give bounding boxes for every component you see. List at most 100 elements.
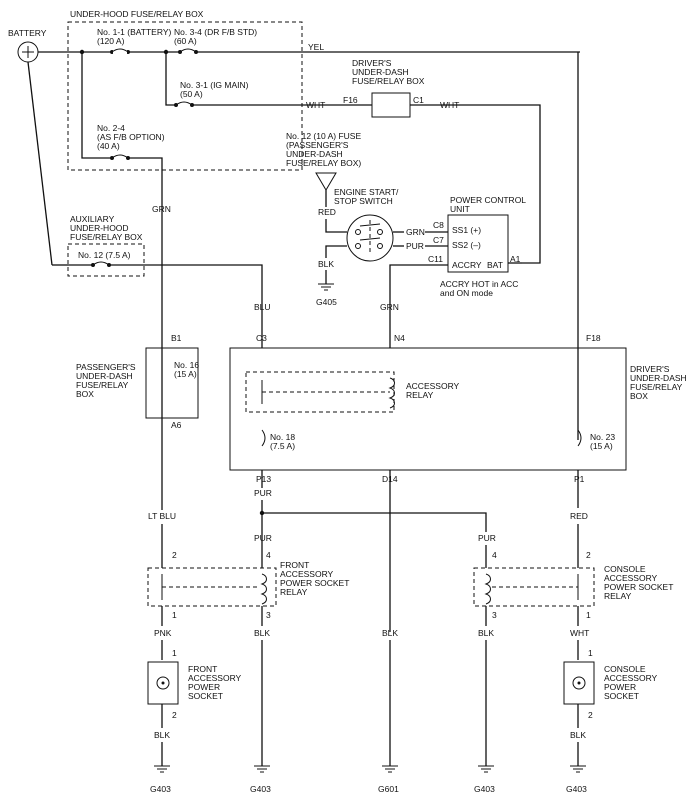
svg-text:BLK: BLK xyxy=(570,730,586,740)
underhood-fuse-box xyxy=(67,21,303,171)
svg-text:BLK: BLK xyxy=(382,628,398,638)
svg-text:ACCESSORY: ACCESSORY xyxy=(280,569,334,579)
svg-text:PUR: PUR xyxy=(254,488,272,498)
fuse-1-1-rating: (120 A) xyxy=(97,36,125,46)
underhood-box-label: UNDER-HOOD FUSE/RELAY BOX xyxy=(70,9,204,19)
front-accessory-socket-relay xyxy=(147,567,277,607)
svg-text:No. 12 (10 A) FUSE: No. 12 (10 A) FUSE xyxy=(286,131,361,141)
svg-text:BLK: BLK xyxy=(254,628,270,638)
battery-label: BATTERY xyxy=(8,28,47,38)
fuse-23-symbol xyxy=(577,429,582,447)
svg-text:SS2 (–): SS2 (–) xyxy=(452,240,481,250)
svg-text:ACCESSORY: ACCESSORY xyxy=(604,573,658,583)
svg-text:FUSE/RELAY BOX): FUSE/RELAY BOX) xyxy=(286,158,361,168)
front-accessory-power-socket xyxy=(147,661,179,705)
svg-text:WHT: WHT xyxy=(306,100,325,110)
svg-text:No. 16: No. 16 xyxy=(174,360,199,370)
svg-text:DRIVER'S: DRIVER'S xyxy=(352,58,392,68)
driver-underdash-box xyxy=(229,347,627,471)
fuse-3-4-label: No. 3-4 (DR F/B STD) xyxy=(174,27,257,37)
svg-text:FRONT: FRONT xyxy=(280,560,309,570)
svg-text:C11: C11 xyxy=(428,254,443,264)
svg-text:UNDER-DASH: UNDER-DASH xyxy=(76,371,133,381)
fuse-2-4-label: No. 2-4 xyxy=(97,123,125,133)
svg-text:STOP SWITCH: STOP SWITCH xyxy=(334,196,393,206)
svg-text:PUR: PUR xyxy=(478,533,496,543)
svg-text:2: 2 xyxy=(172,710,177,720)
svg-text:RED: RED xyxy=(570,511,588,521)
svg-text:C1: C1 xyxy=(413,95,424,105)
passenger-underdash-box xyxy=(145,347,199,419)
svg-text:CONSOLE: CONSOLE xyxy=(604,664,646,674)
svg-text:C7: C7 xyxy=(433,235,444,245)
svg-text:3: 3 xyxy=(266,610,271,620)
svg-text:BLK: BLK xyxy=(478,628,494,638)
svg-text:BOX: BOX xyxy=(76,389,94,399)
svg-text:PASSENGER'S: PASSENGER'S xyxy=(76,362,136,372)
svg-text:PNK: PNK xyxy=(154,628,172,638)
console-accessory-socket-relay xyxy=(473,567,595,607)
svg-text:1: 1 xyxy=(172,648,177,658)
svg-text:(15 A): (15 A) xyxy=(174,369,197,379)
svg-text:PUR: PUR xyxy=(254,533,272,543)
svg-text:LT BLU: LT BLU xyxy=(148,511,176,521)
svg-text:G403: G403 xyxy=(566,784,587,794)
ground-g403-relay-front xyxy=(254,765,270,773)
svg-text:RED: RED xyxy=(318,207,336,217)
svg-text:POWER SOCKET: POWER SOCKET xyxy=(280,578,349,588)
svg-text:ACCESSORY: ACCESSORY xyxy=(406,381,460,391)
ground-g403-console xyxy=(570,765,586,773)
svg-text:DRIVER'S: DRIVER'S xyxy=(630,364,670,374)
ground-g405 xyxy=(318,283,334,291)
fuse-3-1-label: No. 3-1 (IG MAIN) xyxy=(180,80,249,90)
svg-text:(7.5 A): (7.5 A) xyxy=(270,441,295,451)
svg-text:ENGINE START/: ENGINE START/ xyxy=(334,187,399,197)
fuse-3-4-rating: (60 A) xyxy=(174,36,197,46)
svg-text:UNIT: UNIT xyxy=(450,204,470,214)
svg-text:G403: G403 xyxy=(474,784,495,794)
svg-text:A1: A1 xyxy=(510,254,521,264)
power-control-unit xyxy=(447,214,509,273)
svg-text:2: 2 xyxy=(588,710,593,720)
svg-text:4: 4 xyxy=(266,550,271,560)
battery-aux-wire xyxy=(27,61,53,266)
svg-text:3: 3 xyxy=(492,610,497,620)
svg-text:1: 1 xyxy=(588,648,593,658)
svg-text:ACCRY HOT in ACC: ACCRY HOT in ACC xyxy=(440,279,518,289)
svg-text:POWER: POWER xyxy=(604,682,636,692)
svg-text:CONSOLE: CONSOLE xyxy=(604,564,646,574)
svg-text:FUSE/RELAY: FUSE/RELAY xyxy=(76,380,129,390)
svg-text:F16: F16 xyxy=(343,95,358,105)
svg-text:RELAY: RELAY xyxy=(406,390,434,400)
svg-text:N4: N4 xyxy=(394,333,405,343)
svg-text:(15 A): (15 A) xyxy=(590,441,613,451)
svg-text:FUSE/RELAY BOX: FUSE/RELAY BOX xyxy=(352,76,425,86)
fuse-12-feed-triangle xyxy=(315,172,337,191)
fuse-2-4-rating: (40 A) xyxy=(97,141,120,151)
svg-text:No. 23: No. 23 xyxy=(590,432,615,442)
svg-text:2: 2 xyxy=(172,550,177,560)
svg-text:No. 18: No. 18 xyxy=(270,432,295,442)
battery-symbol xyxy=(17,41,39,63)
svg-text:RELAY: RELAY xyxy=(604,591,632,601)
svg-text:P1: P1 xyxy=(574,474,585,484)
wire-yel: YEL xyxy=(308,42,324,52)
fuse-3-1-rating: (50 A) xyxy=(180,89,203,99)
svg-text:UNDER-DASH: UNDER-DASH xyxy=(286,149,343,159)
fuse-18-symbol xyxy=(261,429,266,447)
svg-text:C3: C3 xyxy=(256,333,267,343)
svg-text:ACCESSORY: ACCESSORY xyxy=(604,673,658,683)
svg-text:POWER: POWER xyxy=(188,682,220,692)
svg-text:GRN: GRN xyxy=(380,302,399,312)
console-accessory-power-socket xyxy=(563,661,595,705)
svg-text:C8: C8 xyxy=(433,220,444,230)
svg-text:4: 4 xyxy=(492,550,497,560)
svg-text:F18: F18 xyxy=(586,333,601,343)
svg-text:1: 1 xyxy=(586,610,591,620)
svg-text:G403: G403 xyxy=(250,784,271,794)
svg-text:POWER SOCKET: POWER SOCKET xyxy=(604,582,673,592)
svg-text:UNDER-HOOD: UNDER-HOOD xyxy=(70,223,129,233)
svg-text:and ON mode: and ON mode xyxy=(440,288,493,298)
svg-text:BLU: BLU xyxy=(254,302,271,312)
